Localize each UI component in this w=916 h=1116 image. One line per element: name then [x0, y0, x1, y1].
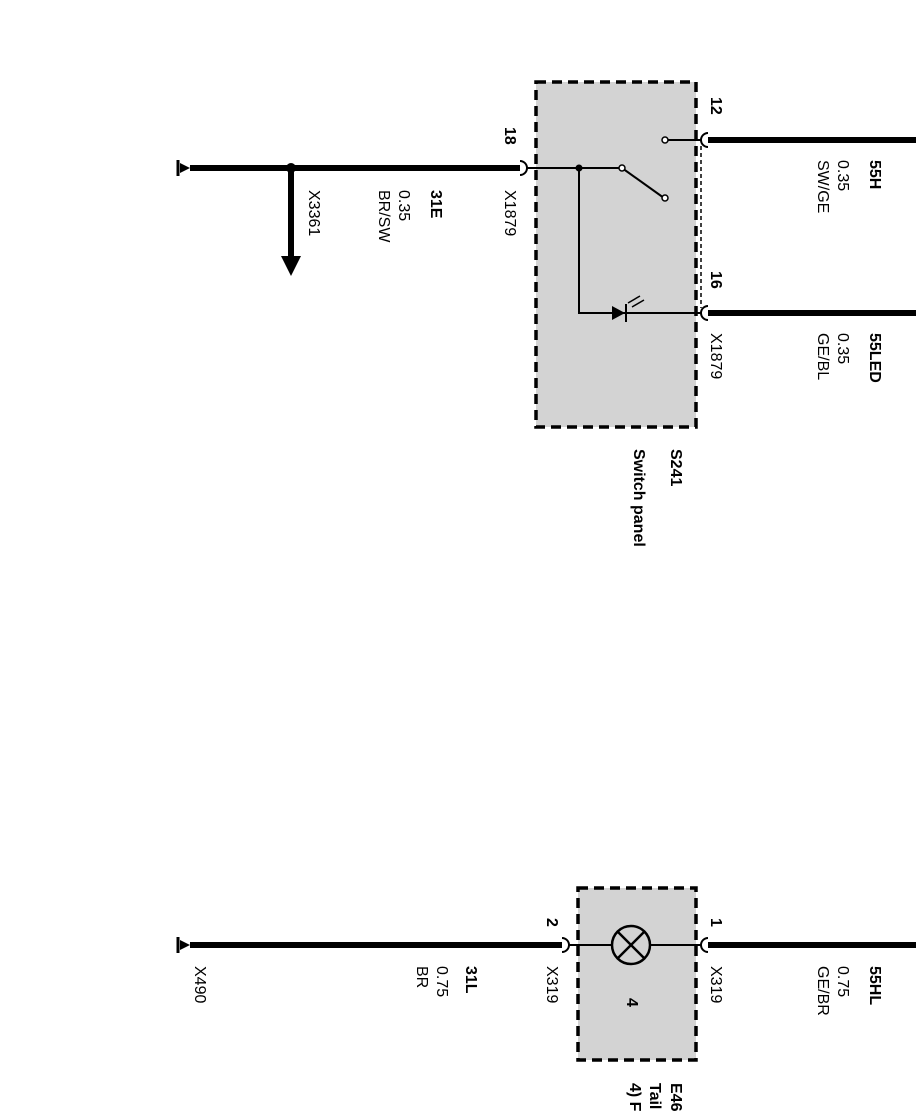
pin-18-label: 18 [501, 127, 518, 145]
wire-55hl-name: 55HL [866, 966, 883, 1005]
connector-arc-pin1 [700, 937, 709, 953]
switch-component-id: S241 [667, 449, 684, 486]
switch-panel-box [534, 80, 698, 429]
connector-arc-pin16 [700, 305, 709, 321]
switch-contact-c [661, 136, 669, 144]
ground-x3361-label: X3361 [305, 190, 322, 236]
pin-16-label: 16 [707, 271, 724, 289]
pin-1-label: 1 [707, 918, 724, 927]
wire-55hl-color: GE/BR [814, 966, 831, 1016]
wire-55hl-size: 0.75 [834, 966, 851, 997]
wire-55led-name: 55LED [866, 333, 883, 383]
arrow-down-icon [281, 256, 301, 276]
wire-31l-name: 31L [462, 966, 479, 994]
pin-12-label: 12 [707, 97, 724, 115]
lamp-component-note: 4) F [626, 1083, 643, 1112]
lamp-number-label: 4 [623, 998, 640, 1007]
wire-31e-name: 31E [427, 190, 444, 219]
connector-arc-pin12 [700, 132, 709, 148]
lamp-component-id: E46 [667, 1083, 684, 1112]
ground-x490-label: X490 [191, 966, 208, 1003]
switch-contact-b [661, 194, 669, 202]
lamp-box [576, 886, 698, 1062]
ground-icon-bottom [176, 937, 190, 953]
wire-31e-size: 0.35 [395, 190, 412, 221]
wire-55h-size: 0.35 [834, 160, 851, 191]
wire-55led-size: 0.35 [834, 333, 851, 364]
wire-55h-name: 55H [866, 160, 883, 189]
wire-31l-color: BR [413, 966, 430, 988]
wire-55led-color: GE/BL [814, 333, 831, 380]
switch-component-name: Switch panel [630, 449, 647, 547]
connector-arc-pin18 [519, 160, 528, 176]
led-branch-line [578, 168, 701, 314]
switch-contact-a [618, 164, 626, 172]
wire-55led-connector: X1879 [707, 333, 724, 379]
wire-31e-color: BR/SW [375, 190, 392, 243]
wire-31l-size: 0.75 [433, 966, 450, 997]
connector-arc-pin2 [561, 937, 570, 953]
pin-2-label: 2 [543, 918, 560, 927]
lamp-component-name: Tail [646, 1083, 663, 1109]
wire-55h-color: SW/GE [814, 160, 831, 213]
lamp-icon [610, 924, 652, 966]
switch-contact-line [621, 167, 665, 199]
led-icon [612, 295, 645, 322]
wire-55hl-connector: X319 [707, 966, 724, 1003]
wire-31e-connector: X1879 [501, 190, 518, 236]
wire-31l-connector: X319 [543, 966, 560, 1003]
ground-icon-top [176, 160, 190, 176]
